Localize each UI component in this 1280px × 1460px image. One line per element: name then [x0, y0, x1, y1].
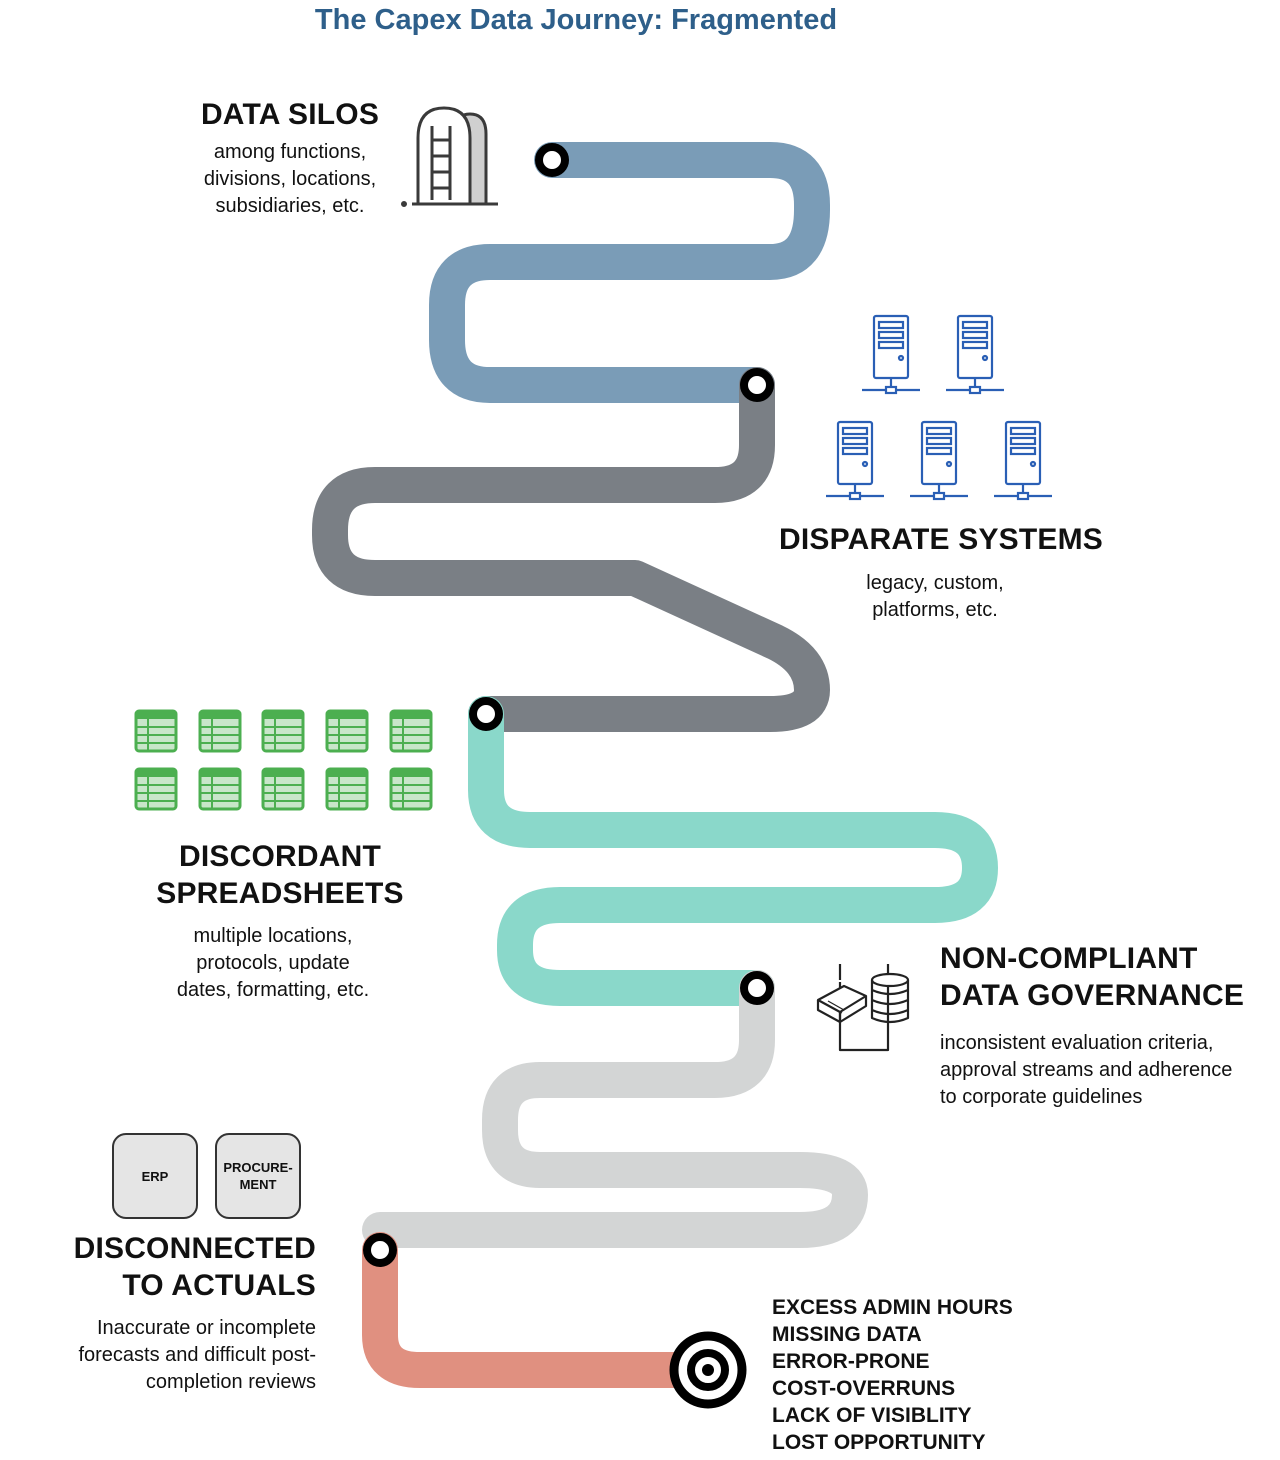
- stage-heading-actuals: DISCONNECTED TO ACTUALS: [20, 1230, 316, 1304]
- stage-heading-governance: NON-COMPLIANT DATA GOVERNANCE: [940, 940, 1270, 1014]
- outcome-item: LACK OF VISIBLITY: [772, 1404, 972, 1427]
- spreadsheet-icon: [389, 767, 433, 811]
- spreadsheet-icon: [134, 709, 178, 753]
- desc-line: subsidiaries, etc.: [215, 195, 365, 217]
- journey-node-actuals: [363, 1233, 397, 1267]
- stage-desc-silos: among functions, divisions, locations, s…: [170, 139, 410, 220]
- stage-desc-governance: inconsistent evaluation criteria, approv…: [940, 1030, 1275, 1111]
- journey-node-silos: [535, 143, 569, 177]
- road-segment-systems: [312, 367, 830, 732]
- desc-line: divisions, locations,: [203, 168, 377, 190]
- erp-box: ERP: [112, 1133, 198, 1219]
- desc-line: dates, formatting, etc.: [176, 979, 370, 1001]
- outcome-item: MISSING DATA: [772, 1323, 922, 1346]
- desc-line: Inaccurate or incomplete: [96, 1317, 316, 1339]
- server-icon: [908, 420, 970, 501]
- server-icon: [992, 420, 1054, 501]
- heading-line: TO ACTUALS: [122, 1269, 316, 1302]
- server-icon-group: [824, 314, 1054, 501]
- spreadsheet-icon: [261, 709, 305, 753]
- spreadsheet-icon: [325, 709, 369, 753]
- journey-node-spreadsheets: [469, 697, 503, 731]
- server-icon: [860, 314, 922, 395]
- procurement-box: PROCURE- MENT: [215, 1133, 301, 1219]
- outcome-item: EXCESS ADMIN HOURS: [772, 1296, 1013, 1319]
- desc-line: multiple locations,: [193, 925, 353, 947]
- stage-heading-silos: DATA SILOS: [200, 98, 380, 131]
- heading-line: DISCORDANT: [179, 840, 381, 873]
- stage-desc-actuals: Inaccurate or incomplete forecasts and d…: [10, 1315, 316, 1396]
- silo-icon: [401, 106, 498, 207]
- page-title: The Capex Data Journey: Fragmented: [314, 4, 838, 36]
- desc-line: among functions,: [213, 141, 367, 163]
- desc-line: approval streams and adherence: [940, 1059, 1233, 1081]
- stage-desc-spreadsheets: multiple locations, protocols, update da…: [140, 923, 406, 1004]
- spreadsheet-icon: [198, 709, 242, 753]
- server-icon: [824, 420, 886, 501]
- stage-heading-spreadsheets: DISCORDANT SPREADSHEETS: [130, 838, 430, 912]
- journey-node-governance: [740, 971, 774, 1005]
- stage-desc-systems: legacy, custom, platforms, etc.: [800, 570, 1070, 624]
- outcome-item: LOST OPPORTUNITY: [772, 1431, 986, 1454]
- heading-line: DISCONNECTED: [73, 1232, 316, 1265]
- target-icon: [669, 1331, 747, 1409]
- server-icon: [944, 314, 1006, 395]
- road-segment-silos: [429, 142, 830, 403]
- heading-line: NON-COMPLIANT: [940, 942, 1198, 975]
- desc-line: completion reviews: [145, 1371, 316, 1393]
- stage-heading-systems: DISPARATE SYSTEMS: [779, 523, 1103, 556]
- heading-line: SPREADSHEETS: [156, 877, 404, 910]
- outcome-item: COST-OVERRUNS: [772, 1377, 956, 1400]
- desc-line: legacy, custom,: [866, 572, 1004, 594]
- desc-line: protocols, update: [196, 952, 350, 974]
- outcome-item: ERROR-PRONE: [772, 1350, 930, 1373]
- road-segment-spreadsheets: [468, 696, 998, 1006]
- desc-line: platforms, etc.: [872, 599, 998, 621]
- journey-node-systems: [740, 368, 774, 402]
- desc-line: forecasts and difficult post-: [78, 1344, 316, 1366]
- spreadsheet-icon: [261, 767, 305, 811]
- road-segment-governance: [362, 970, 868, 1248]
- desc-line: inconsistent evaluation criteria,: [940, 1032, 1214, 1054]
- spreadsheet-icon: [325, 767, 369, 811]
- spreadsheet-icon: [389, 709, 433, 753]
- outcomes-list: EXCESS ADMIN HOURS MISSING DATA ERROR-PR…: [772, 1294, 1013, 1456]
- book-database-icon: [816, 964, 910, 1052]
- road-segment-actuals: [362, 1232, 723, 1388]
- spreadsheet-icon: [134, 767, 178, 811]
- desc-line: to corporate guidelines: [940, 1086, 1143, 1108]
- heading-line: DATA GOVERNANCE: [940, 979, 1245, 1012]
- spreadsheet-icon: [198, 767, 242, 811]
